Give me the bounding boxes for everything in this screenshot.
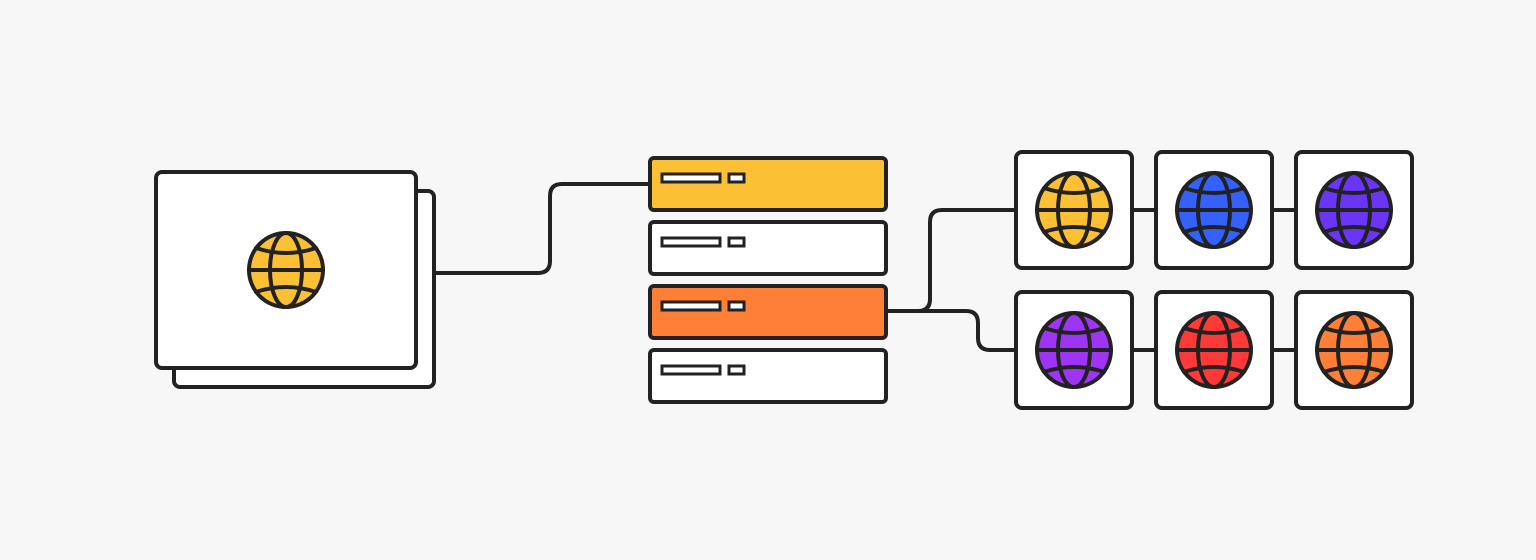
globe-cell <box>1294 290 1414 410</box>
server-unit <box>648 156 888 212</box>
server-unit-body <box>648 348 888 404</box>
globe-latitude-top <box>1042 186 1106 195</box>
globe-icon <box>1175 311 1253 389</box>
globe-latitude-bottom <box>1182 225 1246 234</box>
globe-icon <box>1315 311 1393 389</box>
connector-source-to-rack <box>433 182 652 275</box>
globe-grid <box>1014 150 1414 410</box>
globe-meridian <box>1196 311 1232 389</box>
globe-icon <box>1035 311 1113 389</box>
server-unit-led <box>727 300 746 312</box>
globe-latitude-bottom <box>254 285 318 294</box>
globe-cell <box>1014 290 1134 410</box>
server-unit-slot <box>660 236 722 248</box>
globe-cell <box>1154 150 1274 270</box>
server-unit <box>648 220 888 276</box>
globe-cell <box>1294 150 1414 270</box>
server-unit-slot <box>660 300 722 312</box>
server-unit <box>648 284 888 340</box>
globe-latitude-top <box>1182 186 1246 195</box>
server-unit-led <box>727 172 746 184</box>
globe-meridian <box>1196 171 1232 249</box>
server-unit-slot <box>660 172 722 184</box>
globe-latitude-bottom <box>1182 365 1246 374</box>
globe-cell <box>1014 150 1134 270</box>
server-unit-led <box>727 364 746 376</box>
server-unit-slot <box>660 364 722 376</box>
globe-meridian <box>1336 171 1372 249</box>
globe-latitude-top <box>1322 186 1386 195</box>
connector-rack-to-grid-bottom <box>884 309 1018 352</box>
globe-latitude-top <box>1182 326 1246 335</box>
server-unit-body <box>648 284 888 340</box>
globe-latitude-top <box>1042 326 1106 335</box>
globe-latitude-bottom <box>1322 365 1386 374</box>
server-unit-body <box>648 220 888 276</box>
globe-latitude-bottom <box>1042 225 1106 234</box>
globe-cell <box>1154 290 1274 410</box>
globe-meridian <box>1336 311 1372 389</box>
globe-latitude-top <box>254 246 318 255</box>
globe-meridian <box>1056 311 1092 389</box>
server-unit-led <box>727 236 746 248</box>
server-rack <box>648 156 888 404</box>
connectors <box>433 182 1298 352</box>
globe-icon <box>1315 171 1393 249</box>
globe-icon <box>1175 171 1253 249</box>
source-window-stack <box>154 170 436 389</box>
globe-meridian <box>268 231 304 309</box>
server-unit-body <box>648 156 888 212</box>
server-unit <box>648 348 888 404</box>
globe-latitude-bottom <box>1322 225 1386 234</box>
globe-latitude-top <box>1322 326 1386 335</box>
globe-icon <box>247 231 325 309</box>
globe-icon <box>1035 171 1113 249</box>
globe-latitude-bottom <box>1042 365 1106 374</box>
globe-meridian <box>1056 171 1092 249</box>
